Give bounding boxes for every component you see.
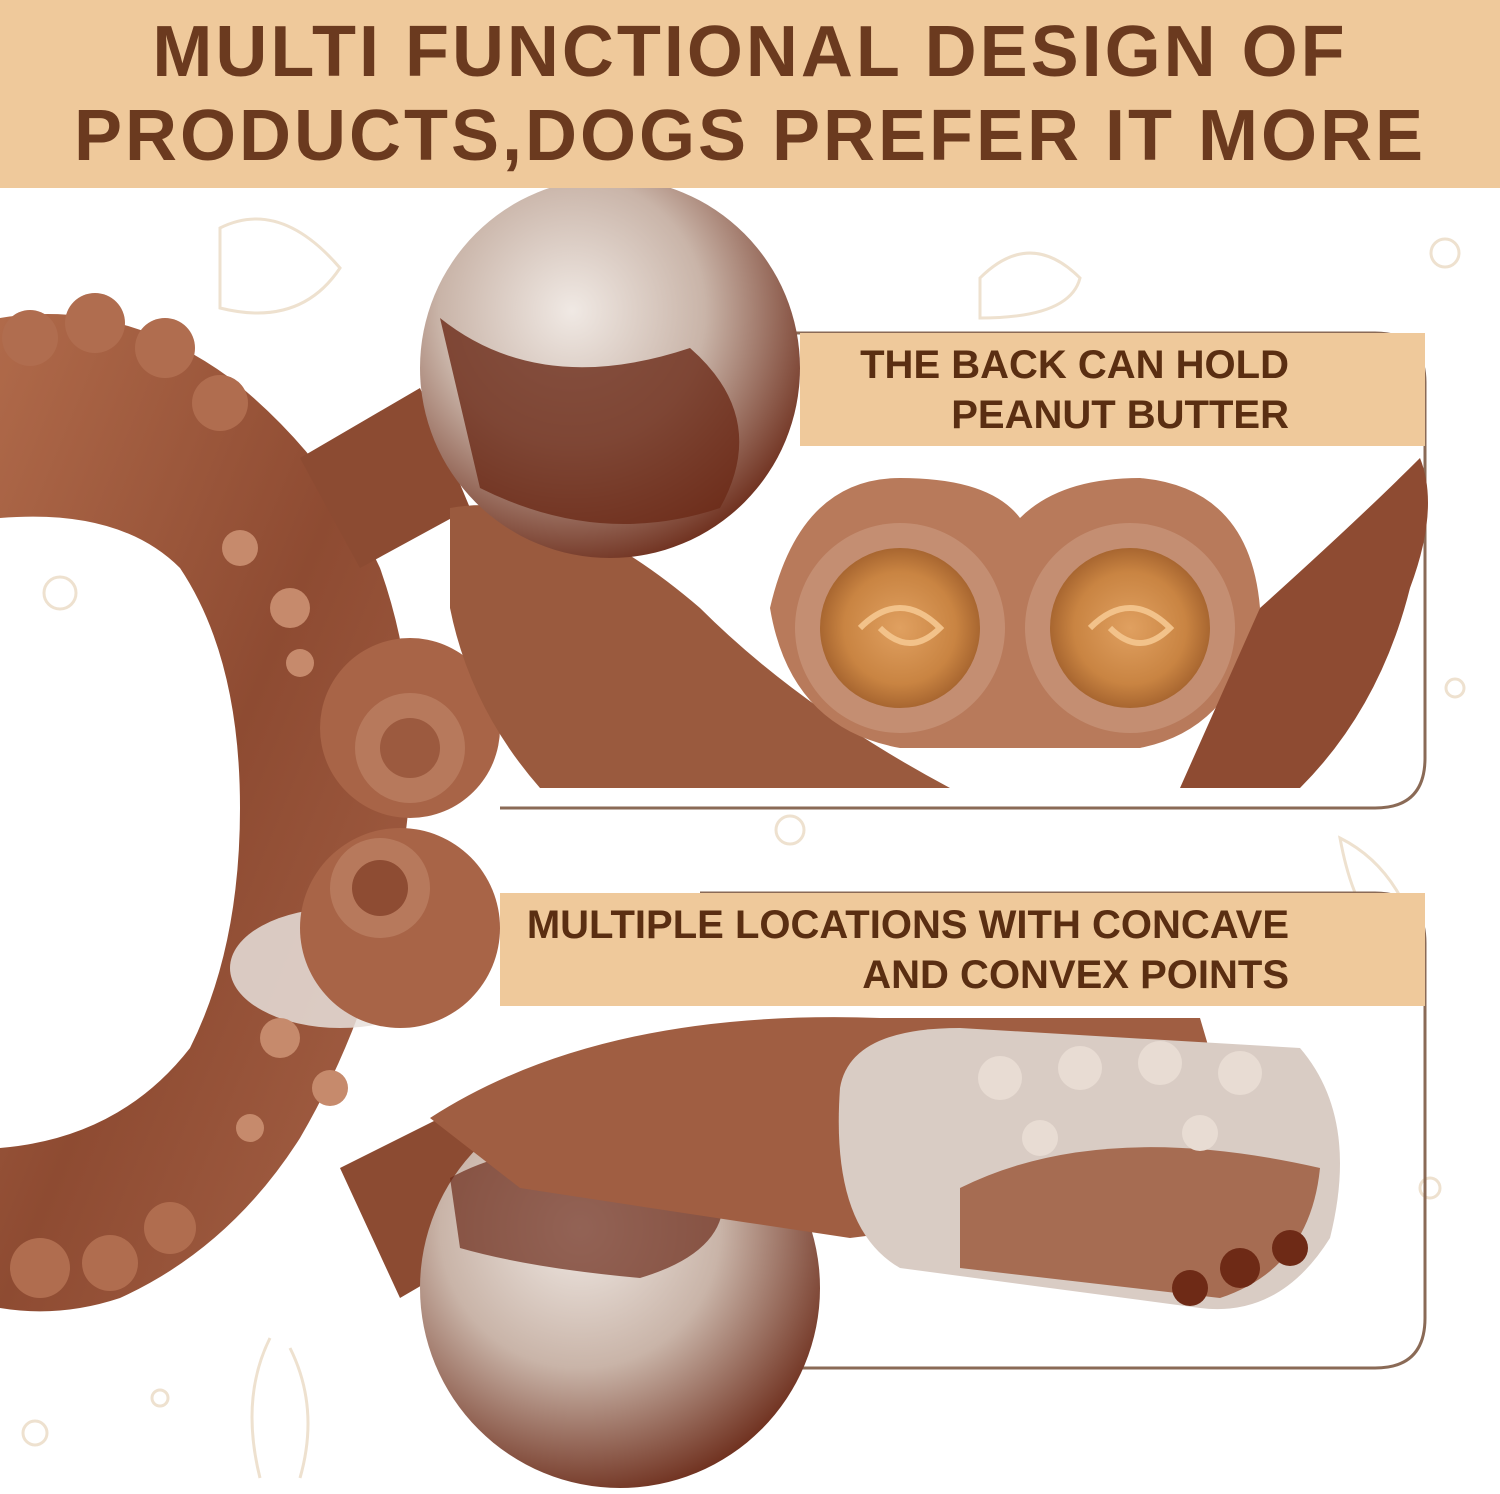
product-scene: THE BACK CAN HOLD PEANUT BUTTER MULTIPLE… [0, 188, 1500, 1494]
callout-1-line-1: THE BACK CAN HOLD [860, 342, 1289, 387]
toy-upper-arm [300, 388, 470, 568]
seaweed-decoration [250, 1337, 272, 1479]
shell-decoration [978, 251, 1082, 320]
bubble-decoration [150, 1388, 170, 1408]
callout-1-line-2: PEANUT BUTTER [951, 392, 1289, 437]
bubble-decoration [1444, 677, 1466, 699]
callout-concave-convex: MULTIPLE LOCATIONS WITH CONCAVE AND CONV… [500, 893, 1425, 1006]
dog-toy-illustration [0, 188, 1428, 1488]
background-decorations [21, 217, 1466, 1479]
toy-upper-right-tail [1180, 458, 1428, 788]
bubble-decoration [1418, 1176, 1442, 1200]
header-title-line-2: PRODUCTS,DOGS PREFER IT MORE [73, 96, 1427, 176]
bubble-decoration [21, 1419, 49, 1447]
header-title-line-1: MULTI FUNCTIONAL DESIGN OF [152, 12, 1348, 92]
peanut-butter-right [1050, 548, 1210, 708]
header-banner: MULTI FUNCTIONAL DESIGN OF PRODUCTS,DOGS… [0, 0, 1500, 188]
toy-upper-body [450, 505, 950, 788]
seaweed-decoration [288, 1347, 310, 1479]
toy-cylinder-dark-bumps [1172, 1230, 1308, 1306]
callout-2-line-2: AND CONVEX POINTS [862, 952, 1289, 997]
toy-concentric-knobs [300, 638, 500, 1028]
peanut-butter-cups [770, 478, 1260, 748]
toy-top-ball-stripe [440, 318, 740, 524]
toy-bumps [2, 293, 248, 1298]
callout-peanut-butter: THE BACK CAN HOLD PEANUT BUTTER [800, 333, 1425, 446]
toy-cylinder-bumps [978, 1041, 1262, 1156]
shell-decoration [218, 217, 342, 315]
toy-dots [222, 530, 348, 1142]
toy-ring [0, 314, 412, 1312]
bubble-decoration [774, 814, 806, 846]
bubble-decoration [42, 575, 78, 611]
bubble-decoration [1429, 237, 1461, 269]
callout-2-line-1: MULTIPLE LOCATIONS WITH CONCAVE [526, 902, 1289, 947]
peanut-butter-left [820, 548, 980, 708]
